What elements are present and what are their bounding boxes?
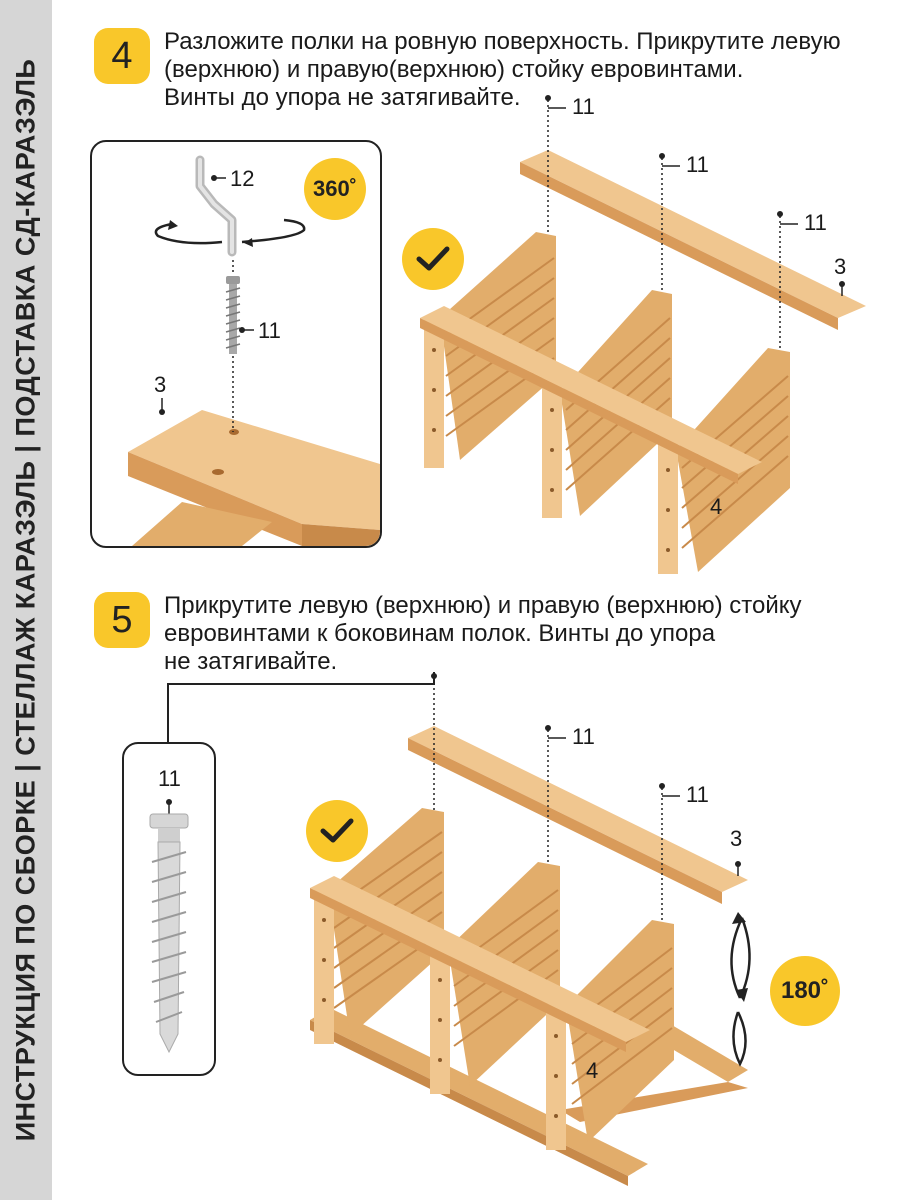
step-4-line: (верхнюю) и правую(верхнюю) стойку евров… (164, 56, 744, 83)
hex-key-label: 12 (230, 166, 255, 191)
step-5-line: евровинтами к боковинам полок. Винты до … (164, 620, 716, 647)
step-4-line: Винты до упора не затягивайте. (164, 84, 521, 111)
board-label: 3 (154, 372, 167, 397)
step-4-shelf-illustration (420, 95, 866, 574)
board-label: 3 (834, 254, 847, 279)
checkmark-icon (320, 818, 354, 843)
check-badge (306, 800, 368, 862)
check-badge (402, 228, 464, 290)
screw-label: 11 (804, 210, 827, 235)
step-4-number: 4 (111, 34, 133, 77)
step-5-badge: 5 (94, 592, 150, 648)
step-5-line: не затягивайте. (164, 648, 338, 675)
checkmark-icon (416, 246, 450, 271)
step-5-screw-detail: 11 (122, 742, 216, 1076)
screw-label: 11 (572, 94, 595, 119)
step-4-detail-box: 12 11 3 360˚ (90, 140, 382, 548)
screw-icon (149, 799, 189, 1054)
side-panel-label: 4 (586, 1058, 599, 1083)
screw-label: 11 (686, 152, 709, 177)
rotation-value: 180˚ (780, 977, 830, 1004)
screw-label: 11 (158, 766, 181, 791)
screw-label: 11 (258, 318, 281, 343)
side-panel-label: 4 (710, 494, 723, 519)
step-4-badge: 4 (94, 28, 150, 84)
screw-label: 11 (686, 782, 709, 807)
board-label: 3 (730, 826, 743, 851)
rotate-360-badge: 360˚ (304, 158, 366, 220)
rotation-value: 360˚ (312, 176, 358, 201)
step-5-number: 5 (111, 598, 133, 641)
step-4-line: Разложите полки на ровную поверхность. П… (164, 28, 841, 55)
step-4-text: Разложите полки на ровную поверхность. П… (164, 28, 841, 112)
step-5-text: Прикрутите левую (верхнюю) и правую (вер… (164, 592, 802, 676)
rotate-180-badge: 180˚ (770, 956, 840, 1026)
side-strip: ИНСТРУКЦИЯ ПО СБОРКЕ | СТЕЛЛАЖ КАРАЗЭЛЬ … (0, 0, 52, 1200)
screw-label: 11 (572, 724, 595, 749)
step-5-line: Прикрутите левую (верхнюю) и правую (вер… (164, 592, 802, 619)
hex-key-screw-illustration (128, 155, 380, 546)
